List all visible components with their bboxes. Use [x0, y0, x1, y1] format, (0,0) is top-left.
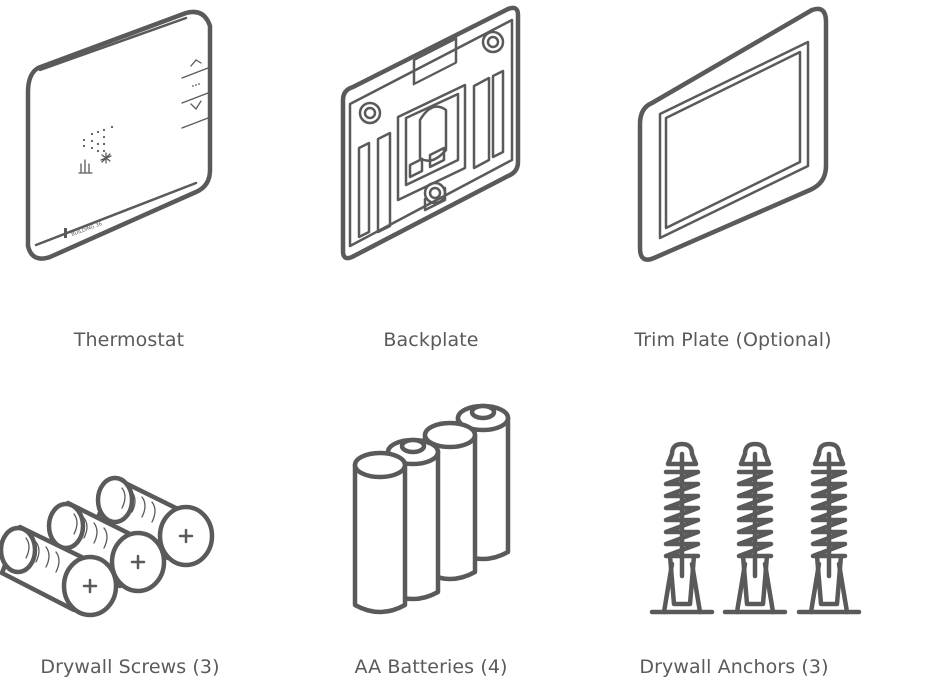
screw-back — [93, 475, 215, 568]
drywall-screws-label: Drywall Screws (3) — [40, 656, 220, 678]
backplate-label: Backplate — [383, 329, 479, 351]
thermostat-label: Thermostat — [73, 329, 185, 351]
battery-1 — [352, 450, 408, 615]
aa-batteries-label: AA Batteries (4) — [354, 656, 508, 678]
trim-plate-label: Trim Plate (Optional) — [634, 329, 832, 351]
screw-middle — [45, 500, 167, 594]
drywall-anchors-label: Drywall Anchors (3) — [639, 656, 829, 678]
screw-front — [0, 524, 119, 618]
